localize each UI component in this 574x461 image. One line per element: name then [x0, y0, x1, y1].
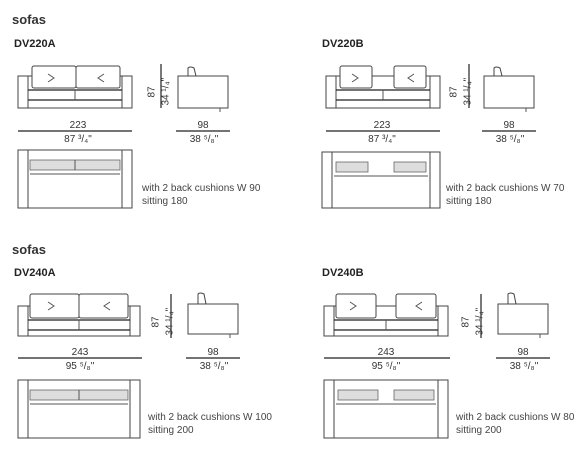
front-view-dv240a: [17, 293, 141, 337]
depth-dimension-dv240b: [496, 357, 550, 359]
height-cm-dv240a: 87: [150, 316, 162, 328]
side-view-dv240a: [187, 292, 239, 338]
side-view-dv220b: [483, 66, 535, 112]
width-dimension-dv240b: [324, 357, 450, 359]
front-view-dv220b: [325, 65, 441, 109]
depth-cm-dv220b: 98: [503, 120, 515, 131]
depth-in-dv240a: 38 ⁵/₈": [199, 361, 229, 372]
depth-cm-dv240a: 98: [207, 347, 219, 358]
front-view-dv220a: [17, 65, 133, 109]
top-view-dv240a: [17, 379, 141, 439]
note-line2-dv220a: sitting 180: [142, 196, 188, 207]
height-dimension-dv220b: [468, 64, 470, 108]
depth-cm-dv220a: 98: [197, 120, 209, 131]
width-in-dv240a: 95 ⁵/₈": [65, 361, 95, 372]
width-cm-dv240a: 243: [71, 347, 89, 358]
depth-cm-dv240b: 98: [517, 347, 529, 358]
note-line2-dv240b: sitting 200: [456, 425, 502, 436]
height-in-dv220a: 34 ¹/₄": [160, 77, 172, 106]
height-dimension-dv240b: [480, 294, 482, 338]
depth-dimension-dv220a: [176, 130, 230, 132]
model-code-dv220b: DV220B: [322, 38, 364, 50]
depth-dimension-dv220b: [482, 130, 536, 132]
model-code-dv220a: DV220A: [14, 38, 56, 50]
model-code-dv240b: DV240B: [322, 267, 364, 279]
note-line1-dv240a: with 2 back cushions W 100: [148, 412, 272, 423]
depth-in-dv240b: 38 ⁵/₈": [509, 361, 539, 372]
width-dimension-dv240a: [18, 357, 142, 359]
side-view-dv240b: [497, 292, 549, 338]
width-dimension-dv220a: [18, 130, 132, 132]
note-line2-dv240a: sitting 200: [148, 425, 194, 436]
note-line1-dv220a: with 2 back cushions W 90: [142, 183, 261, 194]
height-in-dv240b: 34 ¹/₄": [474, 307, 486, 336]
height-in-dv220b: 34 ¹/₄": [462, 77, 474, 106]
height-cm-dv220b: 87: [448, 86, 460, 98]
width-in-dv240b: 95 ⁵/₈": [371, 361, 401, 372]
width-cm-dv220b: 223: [373, 120, 391, 131]
side-view-dv220a: [177, 66, 229, 112]
height-cm-dv220a: 87: [146, 86, 158, 98]
width-cm-dv240b: 243: [377, 347, 395, 358]
height-in-dv240a: 34 ¹/₄": [164, 307, 176, 336]
height-cm-dv240b: 87: [460, 316, 472, 328]
front-view-dv240b: [323, 293, 449, 337]
width-dimension-dv220b: [326, 130, 440, 132]
top-view-dv220a: [17, 149, 133, 209]
note-line2-dv220b: sitting 180: [446, 196, 492, 207]
top-view-dv240b: [323, 379, 449, 439]
model-code-dv240a: DV240A: [14, 267, 56, 279]
height-dimension-dv240a: [170, 294, 172, 338]
note-line1-dv240b: with 2 back cushions W 80: [456, 412, 574, 423]
height-dimension-dv220a: [160, 64, 162, 108]
depth-in-dv220a: 38 ⁵/₈": [189, 134, 219, 145]
section-title-2: sofas: [12, 242, 46, 257]
depth-dimension-dv240a: [186, 357, 240, 359]
note-line1-dv220b: with 2 back cushions W 70: [446, 183, 565, 194]
width-in-dv220b: 87 ³/₄": [368, 134, 396, 145]
width-in-dv220a: 87 ³/₄": [64, 134, 92, 145]
depth-in-dv220b: 38 ⁵/₈": [495, 134, 525, 145]
top-view-dv220b: [321, 151, 441, 209]
section-title-1: sofas: [12, 12, 46, 27]
width-cm-dv220a: 223: [69, 120, 87, 131]
